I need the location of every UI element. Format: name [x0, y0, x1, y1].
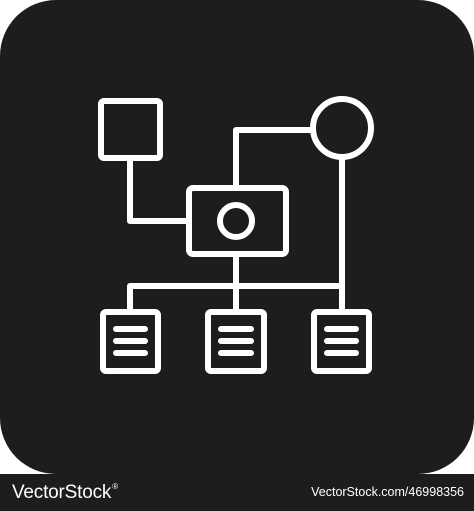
document-lines-left [113, 326, 148, 356]
connector-hub-to-circle [233, 127, 316, 191]
hierarchy-flowchart-icon [0, 0, 474, 474]
registered-mark: ® [112, 482, 118, 491]
connector-hub-to-docs [127, 251, 345, 315]
brand-name: VectorStock [12, 482, 112, 503]
brand-logo: VectorStock® [12, 482, 118, 503]
hub-circle-icon [217, 202, 255, 240]
document-node-center-icon [205, 309, 267, 374]
document-node-right-icon [311, 309, 372, 374]
connector-square-to-hub [127, 155, 192, 224]
watermark-footer: VectorStock® VectorStock.com/46998356 [0, 474, 474, 511]
document-node-left-icon [100, 309, 161, 374]
document-lines-right [324, 326, 359, 356]
image-id: VectorStock.com/46998356 [311, 485, 464, 500]
document-lines-center [218, 326, 254, 356]
